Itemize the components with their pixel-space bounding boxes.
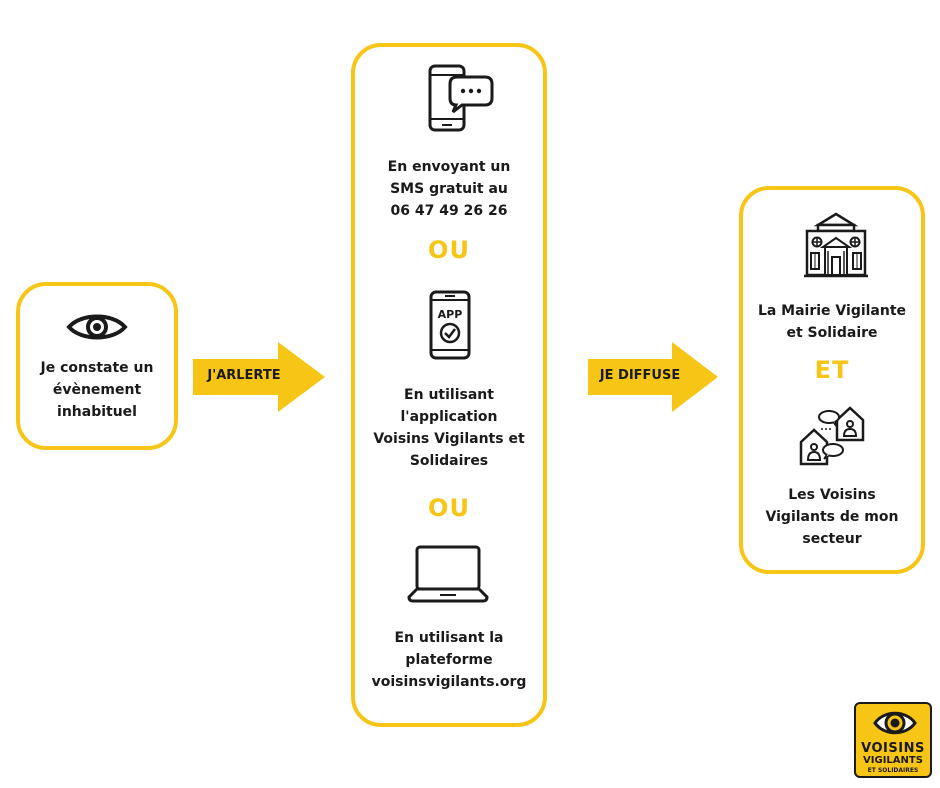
voisins-line: Vigilants de mon [765,509,899,525]
sms-line: 06 47 49 26 26 [390,203,508,219]
diffuse-arrow [588,342,718,412]
step-observe-line: inhabituel [57,404,137,420]
web-line: voisinsvigilants.org [371,674,527,690]
voisins-text: Les Voisins Vigilants de mon secteur [743,484,921,550]
sms-line: SMS gratuit au [390,181,508,197]
step-observe-box [16,282,178,450]
or-separator: OU [428,494,470,522]
alert-arrow-label: J'ARLERTE [207,368,281,383]
voisins-line: Les Voisins [788,487,876,503]
sms-line: En envoyant un [387,159,511,175]
town-hall-icon [804,212,868,278]
neighbors-chat-icon [799,406,865,466]
eye-logo-icon [873,711,917,735]
eye-icon [66,314,128,340]
app-text: En utilisant l'application Voisins Vigil… [355,384,543,472]
app-line: Voisins Vigilants et [373,431,525,447]
web-text: En utilisant la plateforme voisinsvigila… [355,627,543,693]
channels-box [351,43,547,727]
step-observe-line: évènement [52,382,142,398]
app-line: En utilisant [404,387,494,403]
step-observe-text: Je constate un évènement inhabituel [20,357,174,423]
app-line: Solidaires [409,453,489,469]
web-line: plateforme [405,652,493,668]
and-separator: ET [814,356,850,384]
logo-subtitle: VIGILANTS [863,755,923,766]
mairie-line: La Mairie Vigilante [757,303,907,319]
alert-arrow [193,342,325,412]
voisins-line: secteur [802,531,862,547]
logo-tagline: ET SOLIDAIRES [867,767,919,774]
laptop-icon [407,545,489,603]
mairie-text: La Mairie Vigilante et Solidaire [743,300,921,344]
app-icon-text: APP [438,308,463,321]
step-observe-line: Je constate un [40,360,154,376]
web-line: En utilisant la [394,630,504,646]
smartphone-chat-icon [428,64,494,132]
app-line: l'application [400,409,498,425]
logo-title: VOISINS [861,741,925,756]
or-separator: OU [428,236,470,264]
mairie-line: et Solidaire [786,325,878,341]
voisins-vigilants-logo: VOISINS VIGILANTS ET SOLIDAIRES [854,702,932,778]
sms-text: En envoyant un SMS gratuit au 06 47 49 2… [355,156,543,222]
diffuse-arrow-label: JE DIFFUSE [599,368,681,383]
app-phone-icon: APP [429,290,471,360]
